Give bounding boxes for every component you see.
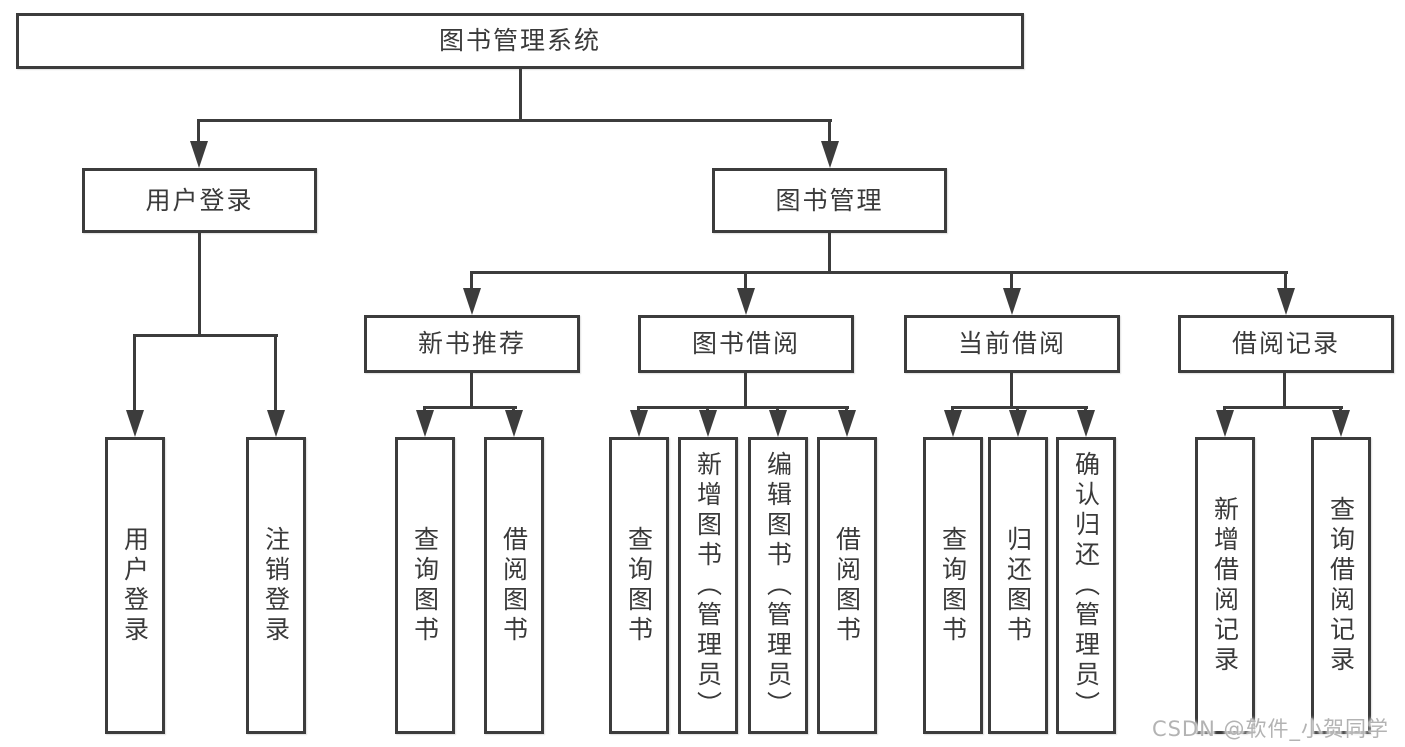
leaf-logout: 注销登录	[246, 437, 306, 734]
connector-hline	[470, 271, 1288, 274]
connector-stem	[133, 334, 136, 414]
arrowhead-down-icon	[505, 410, 523, 437]
leaf-query-books-recommend-label: 查询图书	[410, 525, 440, 646]
leaf-return-books-label: 归还图书	[1003, 525, 1033, 646]
leaf-borrow-books-recommend-label: 借阅图书	[499, 525, 529, 646]
leaf-confirm-return-admin-label: 确认归还（管理员）	[1071, 450, 1101, 721]
arrowhead-down-icon	[190, 141, 208, 168]
leaf-query-books-borrowing-label: 查询图书	[624, 525, 654, 646]
arrowhead-down-icon	[463, 288, 481, 315]
leaf-edit-book-admin: 编辑图书（管理员）	[748, 437, 808, 734]
node-new-book-recommendation: 新书推荐	[364, 315, 580, 373]
arrowhead-down-icon	[699, 410, 717, 437]
leaf-query-books-borrowing: 查询图书	[609, 437, 669, 734]
connector-vline	[198, 231, 201, 337]
connector-vline	[1010, 371, 1013, 409]
connector-hline	[951, 406, 1088, 409]
leaf-query-borrow-record-label: 查询借阅记录	[1326, 495, 1356, 676]
connector-stem	[197, 119, 200, 144]
leaf-query-books-recommend: 查询图书	[395, 437, 455, 734]
connector-stem	[1284, 271, 1287, 291]
node-book-management: 图书管理	[712, 168, 947, 233]
node-book-management-label: 图书管理	[775, 185, 884, 215]
node-user-login-label: 用户登录	[145, 185, 254, 215]
connector-vline	[828, 231, 831, 274]
leaf-borrow-books-recommend: 借阅图书	[484, 437, 544, 734]
arrowhead-down-icon	[1009, 410, 1027, 437]
connector-hline	[197, 119, 832, 122]
leaf-return-books: 归还图书	[988, 437, 1048, 734]
node-borrowing-records-label: 借阅记录	[1231, 329, 1340, 358]
leaf-query-borrow-record: 查询借阅记录	[1311, 437, 1371, 734]
leaf-borrow-books-borrowing: 借阅图书	[817, 437, 877, 734]
arrowhead-down-icon	[1003, 288, 1021, 315]
node-new-book-recommendation-label: 新书推荐	[417, 329, 526, 358]
node-library-management-system: 图书管理系统	[16, 13, 1024, 69]
connector-vline	[1283, 371, 1286, 409]
arrowhead-down-icon	[416, 410, 434, 437]
node-current-borrowing: 当前借阅	[904, 315, 1120, 373]
arrowhead-down-icon	[769, 410, 787, 437]
arrowhead-down-icon	[821, 141, 839, 168]
leaf-query-books-current-label: 查询图书	[938, 525, 968, 646]
node-book-borrowing: 图书借阅	[638, 315, 854, 373]
connector-vline	[470, 371, 473, 409]
connector-stem	[470, 271, 473, 291]
arrowhead-down-icon	[267, 410, 285, 437]
connector-hline	[423, 406, 517, 409]
leaf-add-borrow-record: 新增借阅记录	[1195, 437, 1255, 734]
connector-stem	[1010, 271, 1013, 291]
leaf-borrow-books-borrowing-label: 借阅图书	[832, 525, 862, 646]
leaf-confirm-return-admin: 确认归还（管理员）	[1056, 437, 1116, 734]
arrowhead-down-icon	[1216, 410, 1234, 437]
connector-stem	[744, 271, 747, 291]
node-borrowing-records: 借阅记录	[1178, 315, 1394, 373]
arrowhead-down-icon	[944, 410, 962, 437]
connector-hline	[1223, 406, 1343, 409]
connector-vline	[519, 66, 522, 122]
connector-vline	[744, 371, 747, 409]
node-library-management-system-label: 图书管理系统	[438, 26, 601, 55]
leaf-query-books-current: 查询图书	[923, 437, 983, 734]
node-user-login: 用户登录	[82, 168, 317, 233]
node-book-borrowing-label: 图书借阅	[691, 329, 800, 358]
arrowhead-down-icon	[1332, 410, 1350, 437]
leaf-add-book-admin-label: 新增图书（管理员）	[693, 450, 723, 721]
leaf-logout-label: 注销登录	[261, 525, 291, 646]
watermark: CSDN @软件_小贺同学	[1151, 717, 1389, 741]
connector-stem	[274, 334, 277, 414]
arrowhead-down-icon	[126, 410, 144, 437]
arrowhead-down-icon	[1077, 410, 1095, 437]
arrowhead-down-icon	[737, 288, 755, 315]
arrowhead-down-icon	[838, 410, 856, 437]
leaf-add-borrow-record-label: 新增借阅记录	[1210, 495, 1240, 676]
leaf-user-login-label: 用户登录	[120, 525, 150, 646]
arrowhead-down-icon	[630, 410, 648, 437]
arrowhead-down-icon	[1277, 288, 1295, 315]
leaf-user-login: 用户登录	[105, 437, 165, 734]
node-current-borrowing-label: 当前借阅	[957, 329, 1066, 358]
connector-hline	[637, 406, 849, 409]
leaf-add-book-admin: 新增图书（管理员）	[678, 437, 738, 734]
leaf-edit-book-admin-label: 编辑图书（管理员）	[763, 450, 793, 721]
connector-stem	[828, 119, 831, 144]
connector-hline	[133, 334, 278, 337]
